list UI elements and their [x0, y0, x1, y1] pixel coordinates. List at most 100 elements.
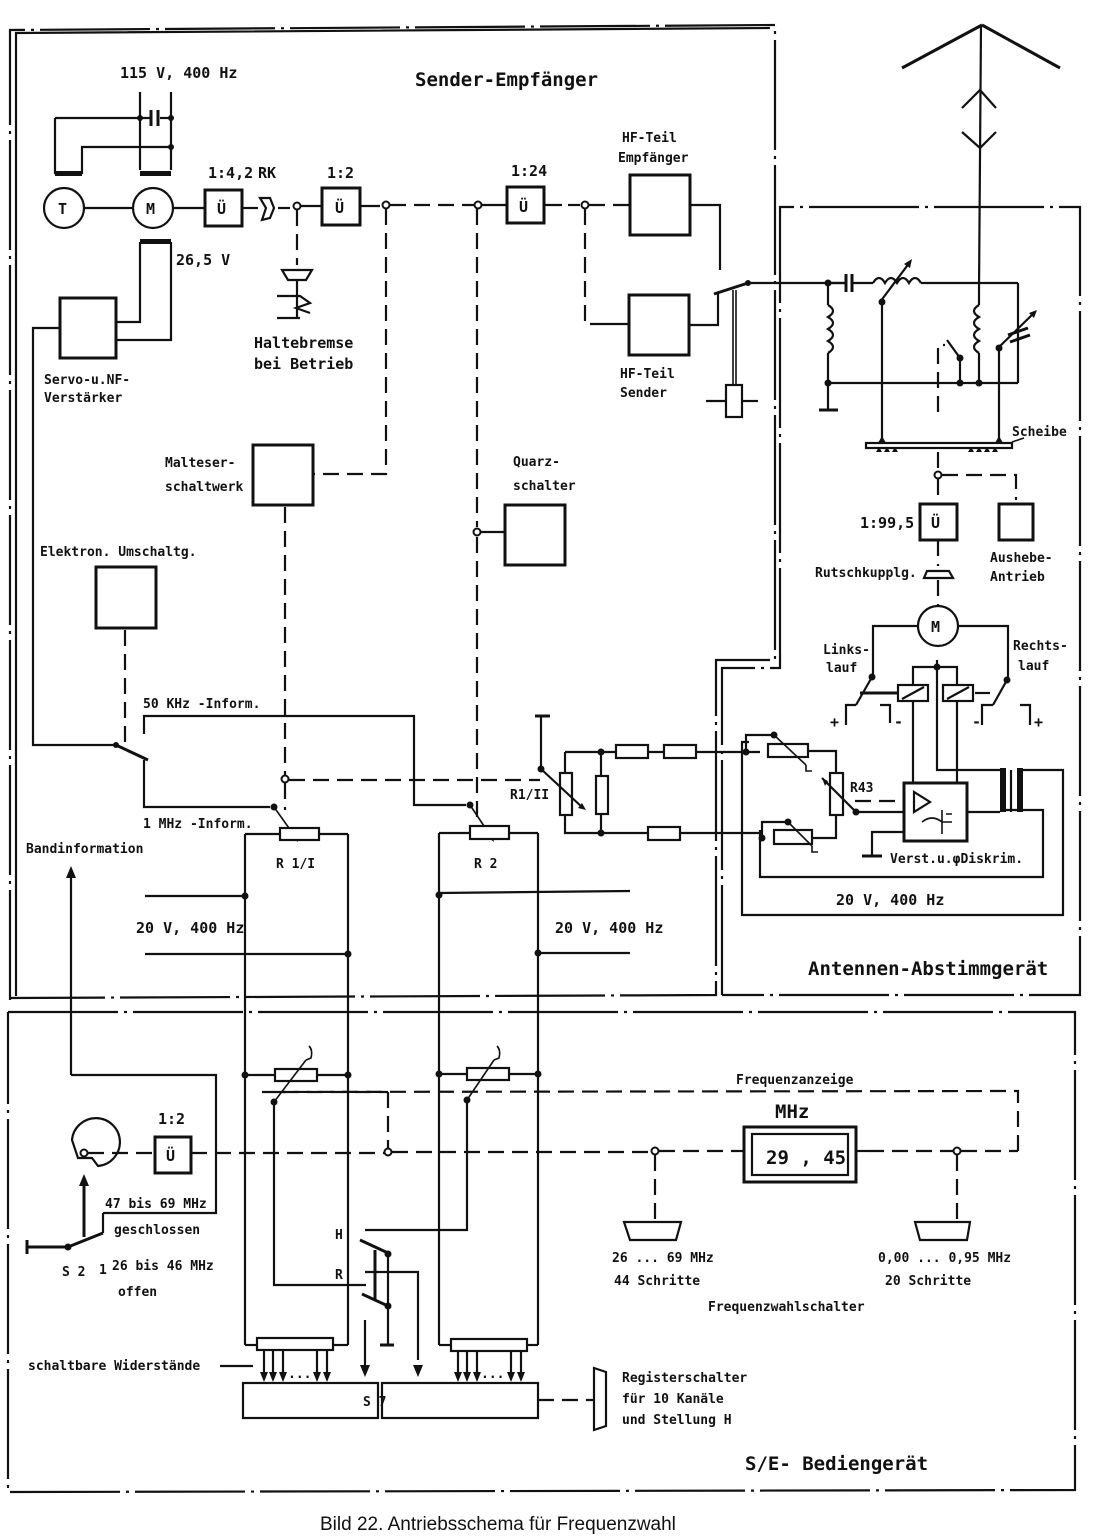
gear-1-4-2: 1:4,2 Ü — [203, 164, 253, 228]
svg-text:1:24: 1:24 — [511, 162, 547, 180]
servo-label-2: Verstärker — [44, 391, 122, 406]
register-switch — [592, 1366, 608, 1432]
svg-text:R 1/I: R 1/I — [276, 857, 315, 872]
resistor-bank-right: ... — [439, 1337, 538, 1382]
svg-text:20 V, 400 Hz: 20 V, 400 Hz — [136, 919, 244, 937]
hf-receiver-label-2: Empfänger — [618, 151, 689, 166]
svg-text:...: ... — [288, 1367, 311, 1382]
bandinfo-arrow — [66, 866, 218, 1215]
section-title-sender-empfaenger: Sender-Empfänger — [415, 69, 598, 91]
tacho-generator: T — [42, 186, 86, 230]
r2-pot: R 2 20 V, 400 Hz — [435, 801, 663, 1345]
antenna-icon — [901, 23, 1061, 291]
amplifier-discriminator-block: Verst.u.φDiskrim. — [890, 781, 1023, 867]
trim-resistor-right — [365, 1045, 542, 1232]
svg-text:47 bis 69 MHz: 47 bis 69 MHz — [105, 1197, 207, 1212]
svg-text:geschlossen: geschlossen — [114, 1223, 200, 1238]
supply-label-115v: 115 V, 400 Hz — [120, 64, 237, 82]
svg-text:Malteser-: Malteser- — [165, 456, 235, 471]
svg-text:schalter: schalter — [513, 479, 576, 494]
holding-brake: Haltebremse bei Betrieb — [254, 268, 353, 373]
frequency-display-value: 29 , 45 — [766, 1147, 846, 1169]
servo-motor: M — [131, 186, 175, 230]
section-title-antennen-abstimmgeraet: Antennen-Abstimmgerät — [808, 958, 1048, 980]
svg-text:-: - — [972, 713, 981, 731]
gear-1-24: 1:24 Ü — [505, 162, 547, 225]
widerstaende-label: schaltbare Widerstände — [28, 1359, 200, 1374]
svg-text:Rutschkupplg.: Rutschkupplg. — [815, 566, 917, 581]
svg-text:+: + — [830, 713, 839, 731]
frequenzanzeige-label: Frequenzanzeige — [736, 1073, 854, 1088]
inform-switch: 50 KHz -Inform. 1 MHz -Inform. — [113, 697, 466, 832]
svg-text:44 Schritte: 44 Schritte — [614, 1274, 700, 1289]
svg-text:bei Betrieb: bei Betrieb — [254, 355, 353, 373]
bandinfo-label: Bandinformation — [26, 842, 143, 857]
malteser-block — [251, 443, 315, 507]
frame-sender-empfaenger — [8, 23, 777, 1000]
svg-text:-: - — [894, 713, 903, 731]
svg-text:lauf: lauf — [1018, 659, 1049, 674]
svg-text:Links-: Links- — [823, 643, 870, 658]
capacitor-supply — [53, 92, 174, 176]
slip-clutch: Rutschkupplg. — [815, 566, 955, 581]
selector-knob-khz — [913, 1220, 972, 1242]
svg-text:Ü: Ü — [519, 197, 528, 216]
aushebe-antrieb-block: Aushebe- Antrieb — [990, 502, 1053, 585]
svg-text:20 Schritte: 20 Schritte — [885, 1274, 971, 1289]
section-title-bediengeraet: S/E- Bediengerät — [745, 1453, 928, 1475]
hf-transmitter-label-1: HF-Teil — [620, 367, 675, 382]
frame-bediengeraet — [6, 1010, 1077, 1494]
display-unit: MHz — [775, 1101, 809, 1123]
hf-receiver-block — [628, 173, 692, 237]
svg-text:schaltwerk: schaltwerk — [165, 480, 243, 495]
svg-text:Elektron. Umschaltg.: Elektron. Umschaltg. — [40, 545, 197, 560]
svg-text:S 7: S 7 — [363, 1395, 386, 1410]
gear-bedien-1-2: 1:2 Ü — [153, 1110, 193, 1175]
svg-text:1:2: 1:2 — [158, 1110, 185, 1128]
trim-resistor-left — [241, 1045, 390, 1287]
svg-text:0,00 ... 0,95 MHz: 0,00 ... 0,95 MHz — [878, 1251, 1011, 1266]
hf-transmitter-label-2: Sender — [620, 386, 667, 401]
gear-1-2: 1:2 Ü — [320, 164, 362, 227]
svg-text:Registerschalter: Registerschalter — [622, 1371, 747, 1386]
svg-text:Rechts-: Rechts- — [1013, 639, 1068, 654]
svg-text:Verst.u.φDiskrim.: Verst.u.φDiskrim. — [890, 852, 1023, 867]
svg-text:26 ... 69 MHz: 26 ... 69 MHz — [612, 1251, 714, 1266]
elektron-block — [94, 565, 158, 630]
band-cam — [70, 1117, 121, 1168]
tr-switch — [706, 280, 845, 419]
svg-text:R: R — [335, 1268, 343, 1283]
svg-text:und Stellung H: und Stellung H — [622, 1413, 732, 1428]
s2-switch: 47 bis 69 MHz geschlossen S 2 1 26 bis 4… — [25, 1174, 214, 1300]
voltage-label-26v: 26,5 V — [176, 251, 230, 269]
frequency-display: 29 , 45 — [742, 1125, 858, 1184]
quarz-block — [503, 503, 567, 567]
svg-text:+: + — [1034, 713, 1043, 731]
r43-label: R43 — [850, 781, 873, 796]
svg-text:Quarz-: Quarz- — [513, 455, 560, 470]
hf-receiver-label-1: HF-Teil — [622, 131, 677, 146]
svg-text:1 MHz -Inform.: 1 MHz -Inform. — [143, 817, 253, 832]
svg-text:H: H — [335, 1228, 343, 1243]
svg-text:...: ... — [481, 1367, 504, 1382]
transformer — [740, 740, 1065, 917]
svg-text:Ü: Ü — [166, 1146, 175, 1165]
tuner-motor: M — [916, 604, 960, 648]
svg-text:Antrieb: Antrieb — [990, 570, 1045, 585]
svg-text:1:99,5: 1:99,5 — [860, 514, 914, 532]
resistor-bank-left: ... — [245, 1336, 348, 1382]
hr-switch: H R — [335, 1228, 423, 1377]
svg-text:offen: offen — [118, 1285, 157, 1300]
svg-text:R 2: R 2 — [474, 857, 497, 872]
svg-text:für 10 Kanäle: für 10 Kanäle — [622, 1392, 724, 1407]
svg-text:1: 1 — [99, 1263, 107, 1278]
r1-i-pot: R 1/I 20 V, 400 Hz — [136, 803, 352, 1345]
scheibe-disk: Scheibe — [864, 425, 1067, 452]
s7-switch: S 7 — [241, 1381, 540, 1420]
figure-caption: Bild 22. Antriebsschema für Frequenzwahl — [320, 1514, 676, 1535]
svg-text:Aushebe-: Aushebe- — [990, 551, 1053, 566]
selector-knob-mhz — [622, 1220, 683, 1242]
svg-text:Ü: Ü — [217, 199, 226, 218]
hf-transmitter-block — [627, 293, 691, 357]
